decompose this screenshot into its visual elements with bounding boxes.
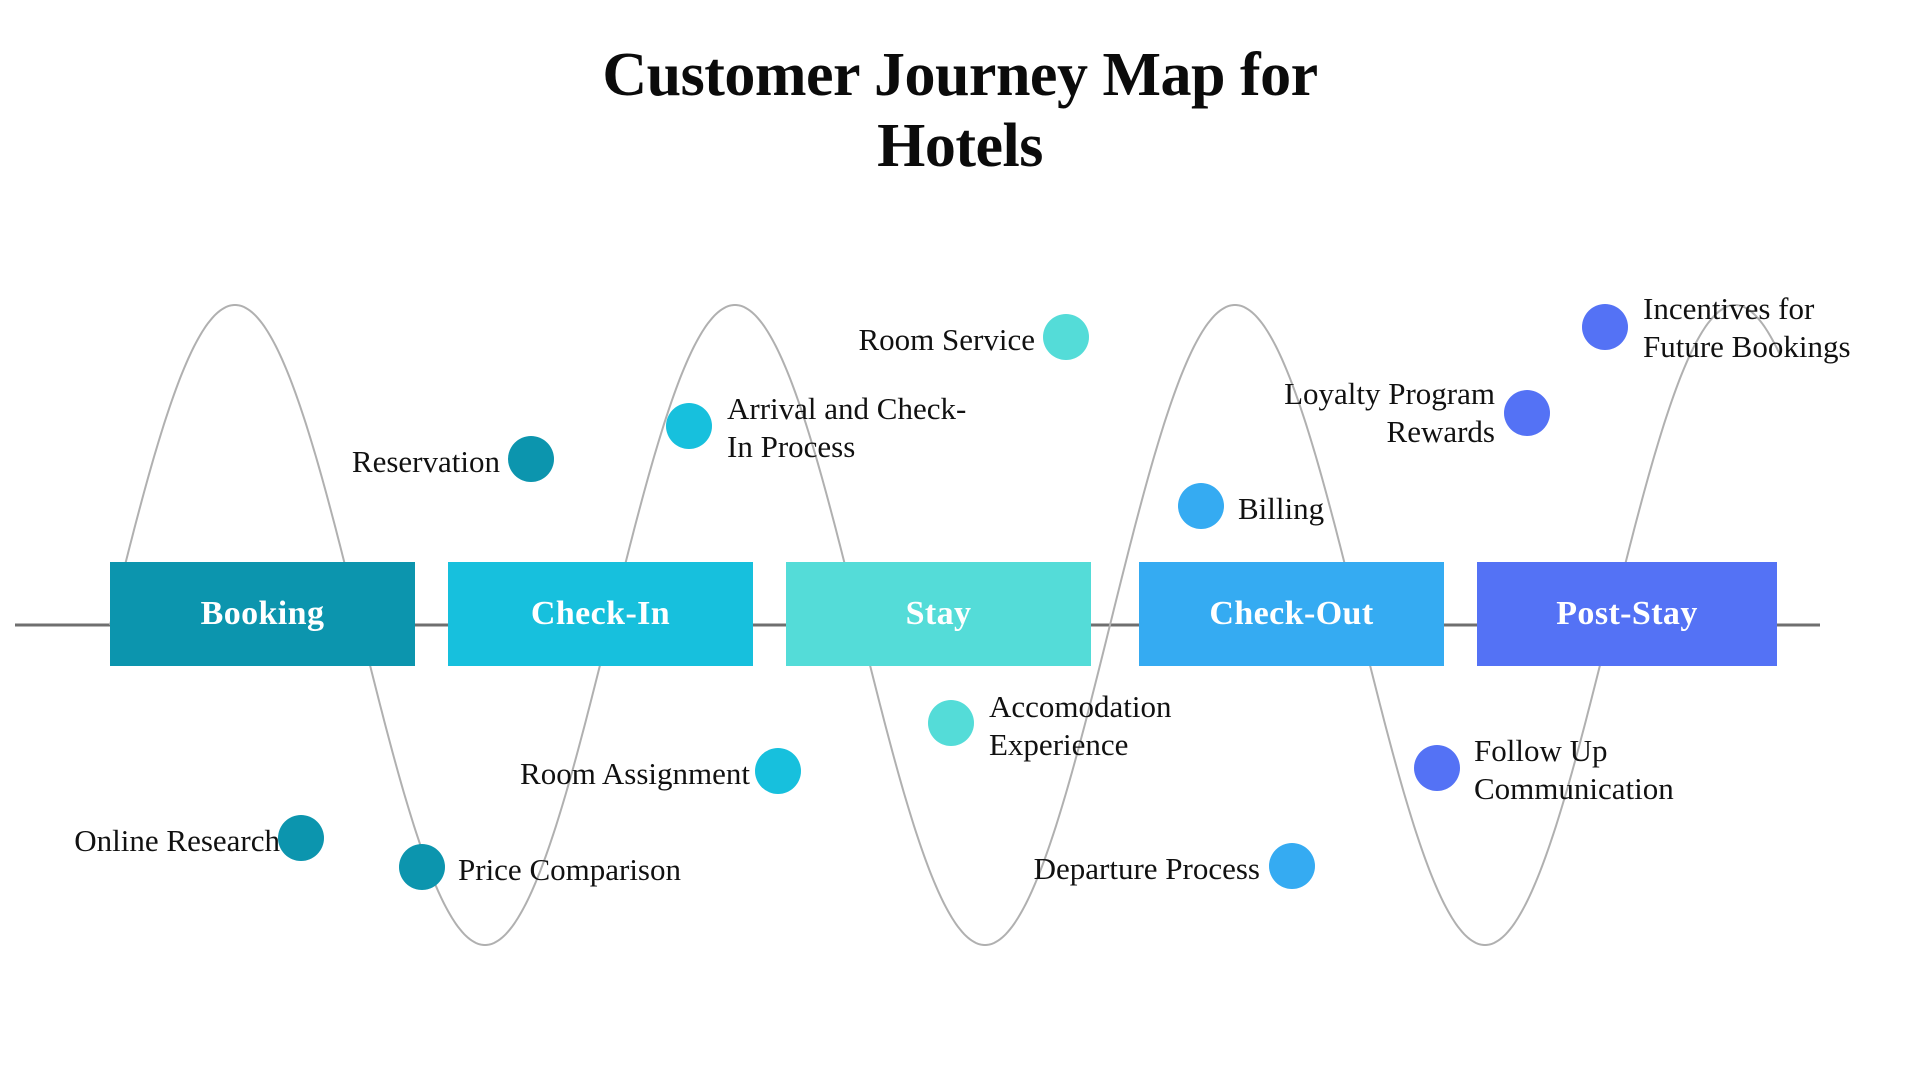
touchpoint-dot-online-research[interactable] — [278, 815, 324, 861]
touchpoint-dot-departure-process[interactable] — [1269, 843, 1315, 889]
touchpoint-dot-price-comparison[interactable] — [399, 844, 445, 890]
stage-box-check-in[interactable]: Check-In — [448, 562, 753, 666]
touchpoint-dot-room-assignment[interactable] — [755, 748, 801, 794]
touchpoint-dot-follow-up-communication[interactable] — [1414, 745, 1460, 791]
page-title: Customer Journey Map for Hotels — [0, 40, 1920, 183]
touchpoint-label-incentives-for-future-bookings: Incentives for Future Bookings — [1643, 291, 1851, 364]
stage-box-check-out[interactable]: Check-Out — [1139, 562, 1444, 666]
touchpoint-label-billing: Billing — [1238, 491, 1325, 526]
stage-label-check-out: Check-Out — [1209, 595, 1374, 632]
touchpoint-label-arrival-check-in-process: Arrival and Check- In Process — [727, 391, 967, 464]
stage-label-stay: Stay — [905, 595, 972, 632]
touchpoint-dot-room-service[interactable] — [1043, 314, 1089, 360]
touchpoint-label-reservation: Reservation — [351, 444, 500, 479]
touchpoint-label-price-comparison: Price Comparison — [458, 852, 681, 887]
title-line-2: Hotels — [877, 112, 1043, 181]
touchpoint-label-room-service: Room Service — [858, 322, 1036, 357]
touchpoint-label-departure-process: Departure Process — [1033, 851, 1260, 886]
stage-box-booking[interactable]: Booking — [110, 562, 415, 666]
touchpoint-dot-accomodation-experience[interactable] — [928, 700, 974, 746]
stage-label-check-in: Check-In — [530, 595, 671, 632]
touchpoint-dot-loyalty-program-rewards[interactable] — [1504, 390, 1550, 436]
stage-label-post-stay: Post-Stay — [1556, 595, 1698, 632]
touchpoint-label-accomodation-experience: Accomodation Experience — [989, 689, 1172, 762]
title-line-1: Customer Journey Map for — [602, 41, 1318, 109]
touchpoint-label-loyalty-program-rewards: Loyalty Program Rewards — [1284, 376, 1495, 449]
touchpoint-dot-reservation[interactable] — [508, 436, 554, 482]
stage-label-booking: Booking — [200, 595, 325, 632]
touchpoint-dot-billing[interactable] — [1178, 483, 1224, 529]
touchpoint-label-room-assignment: Room Assignment — [520, 756, 750, 791]
touchpoint-label-online-research: Online Research — [74, 823, 280, 858]
touchpoint-dot-incentives-for-future-bookings[interactable] — [1582, 304, 1628, 350]
touchpoint-dot-arrival-check-in-process[interactable] — [666, 403, 712, 449]
stage-box-post-stay[interactable]: Post-Stay — [1477, 562, 1777, 666]
stage-box-stay[interactable]: Stay — [786, 562, 1091, 666]
touchpoint-label-follow-up-communication: Follow Up Communication — [1474, 733, 1674, 806]
